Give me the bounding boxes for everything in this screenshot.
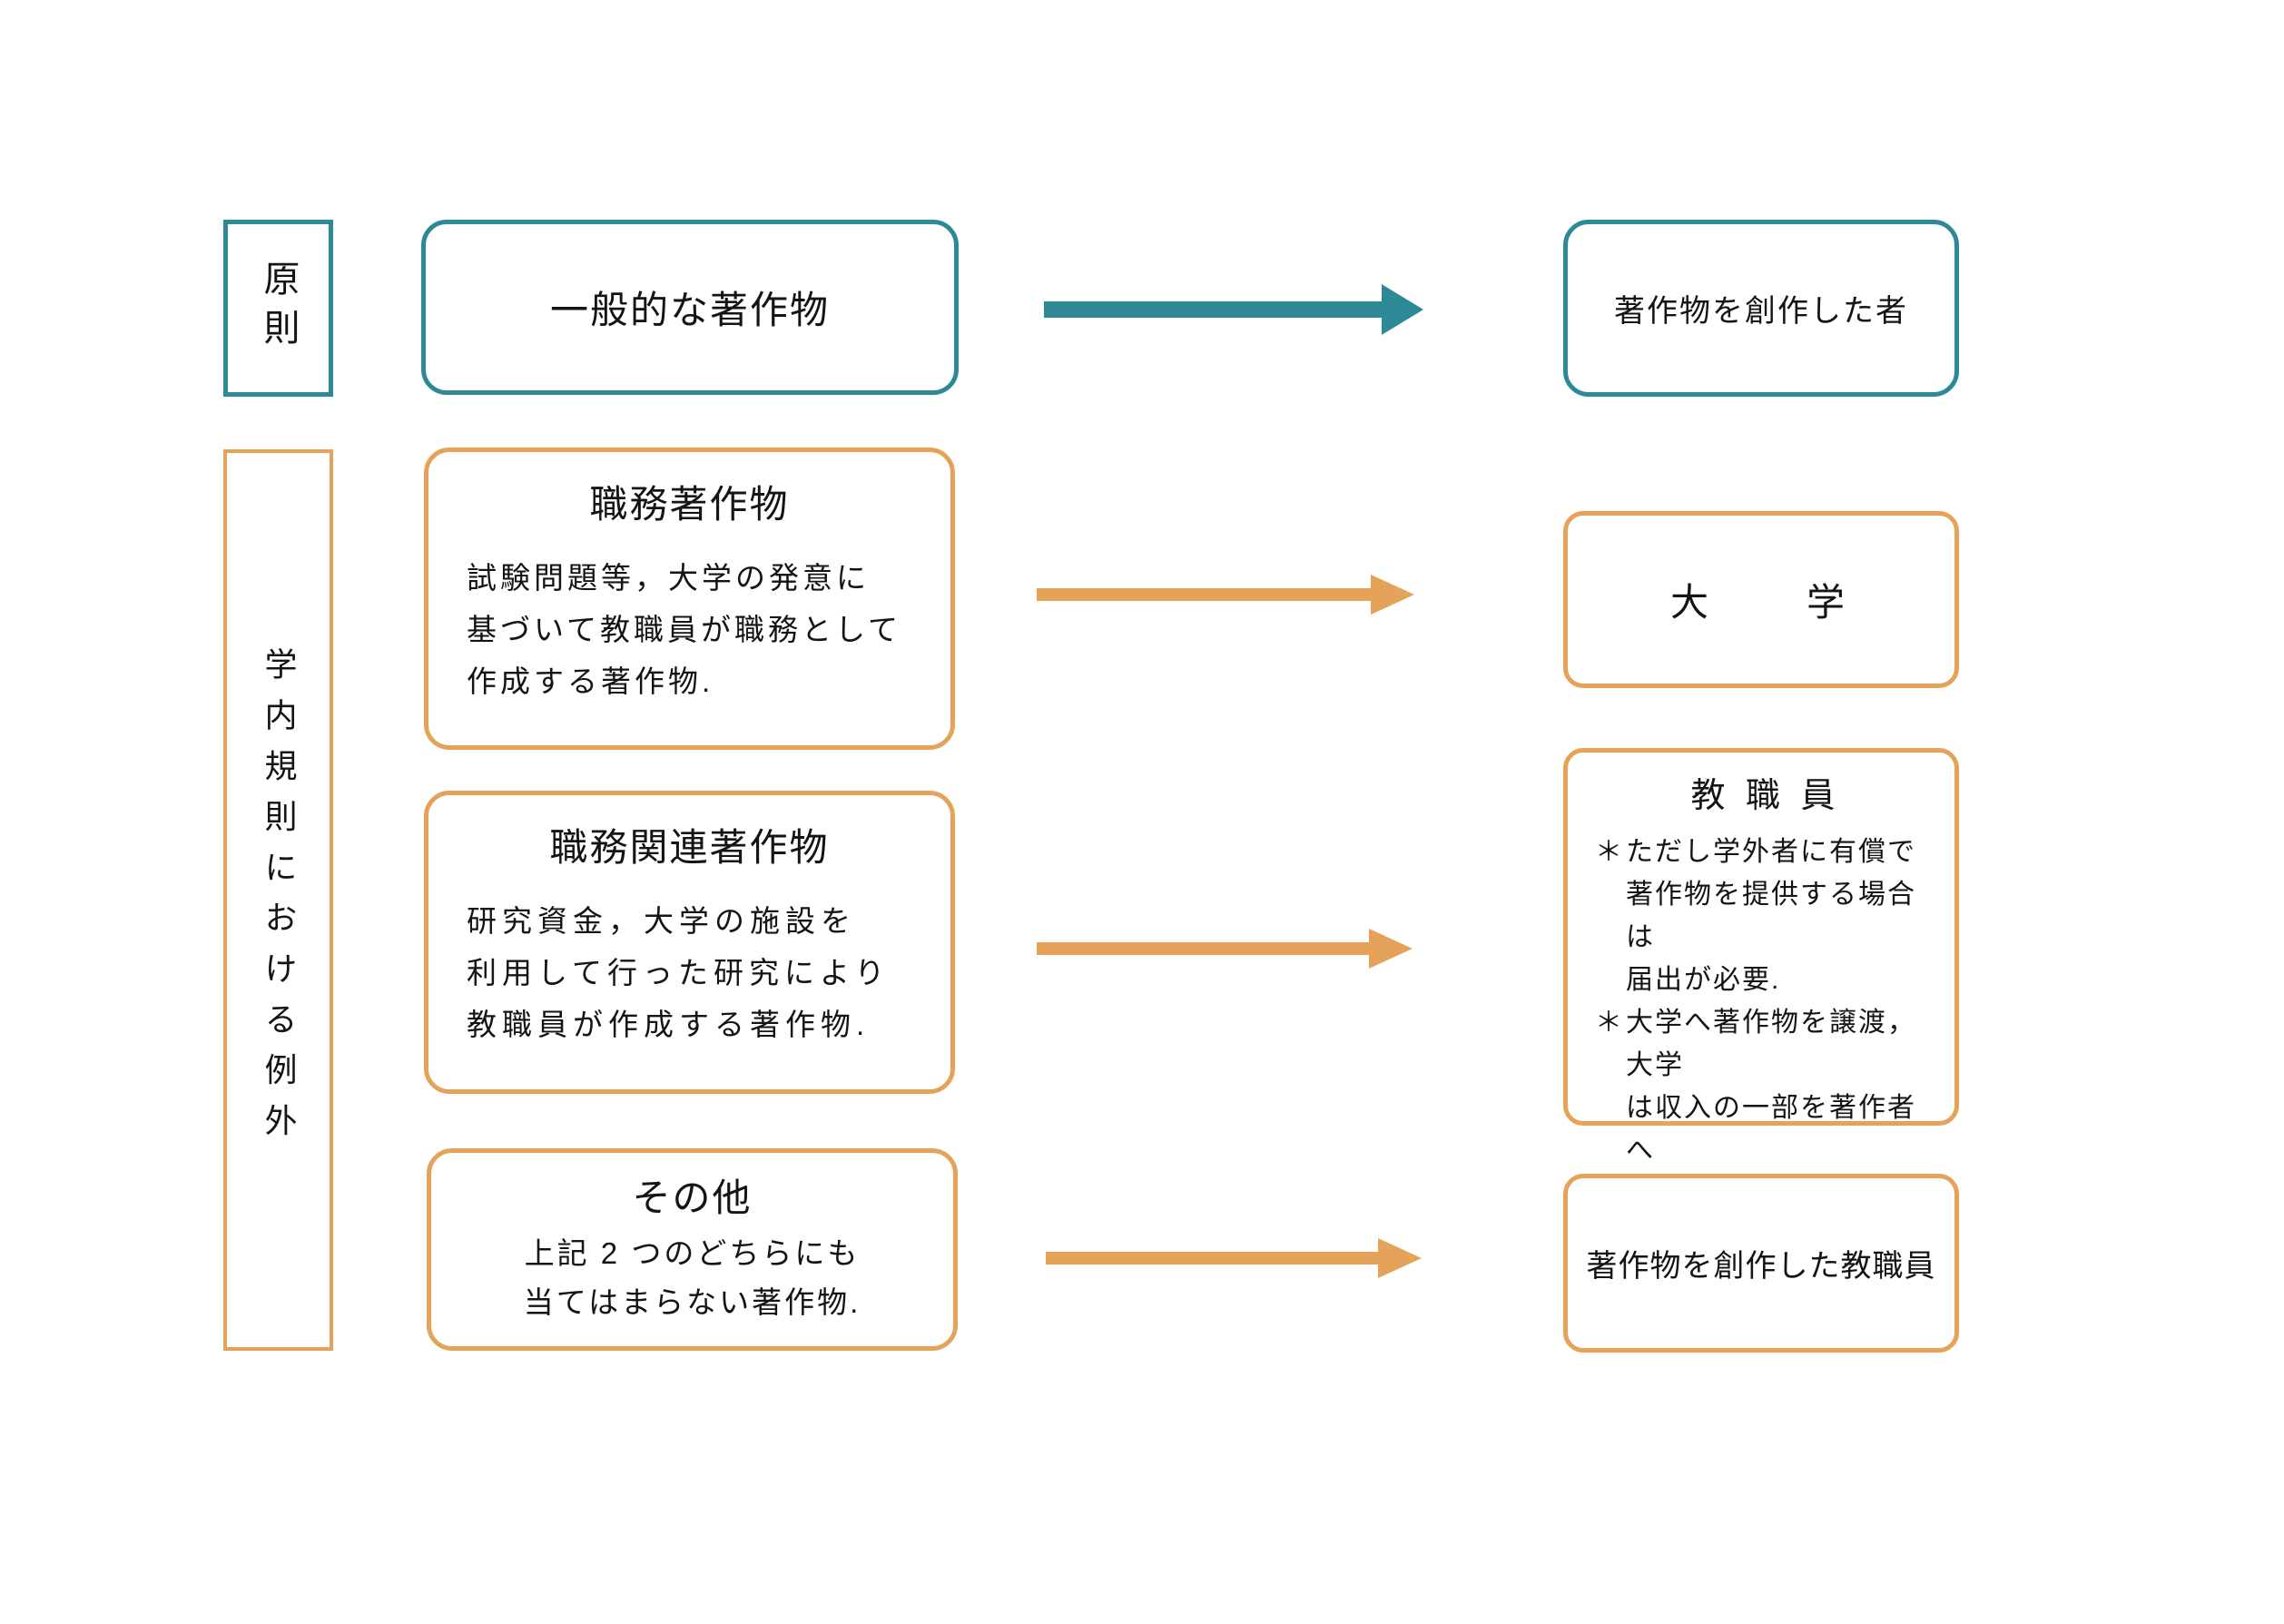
exception-label-box: 学内規則における例外 bbox=[223, 449, 333, 1351]
exception-arrow-1-head-icon bbox=[1371, 575, 1414, 615]
creator-box: 著作物を創作した者 bbox=[1563, 220, 1959, 397]
principle-label: 原則 bbox=[258, 259, 299, 358]
principle-label-box: 原則 bbox=[223, 220, 333, 397]
exception-arrow-2-shaft bbox=[1037, 942, 1369, 955]
general-work-title: 一般的な著作物 bbox=[549, 289, 830, 331]
body-line: 教職員が作成する著作物. bbox=[467, 1008, 871, 1041]
body-line: 研究資金，大学の施設を bbox=[467, 904, 856, 938]
body-line: 作成する著作物. bbox=[467, 664, 714, 698]
body-line: 利用して行った研究により bbox=[467, 956, 891, 989]
note-line: は収入の一部を著作者へ bbox=[1626, 1093, 1916, 1166]
note-line: 届出が必要. bbox=[1626, 965, 1781, 995]
university-title: 大 学 bbox=[1669, 581, 1852, 624]
staff-creator-title: 著作物を創作した教職員 bbox=[1586, 1249, 1936, 1284]
work-for-hire-box: 職務著作物 試験問題等，大学の発意に 基づいて教職員が職務として 作成する著作物… bbox=[424, 448, 955, 750]
general-work-box: 一般的な著作物 bbox=[421, 220, 959, 395]
staff-notes: ＊ ただし学外者に有償で 著作物を提供する場合は 届出が必要. ＊ 大学へ著作物… bbox=[1595, 831, 1936, 1215]
exception-arrow-3-shaft bbox=[1046, 1252, 1378, 1265]
work-for-hire-title: 職務著作物 bbox=[589, 483, 790, 526]
body-line: 基づいて教職員が職務として bbox=[467, 613, 902, 646]
exception-arrow-2-head-icon bbox=[1369, 929, 1413, 969]
other-works-box: その他 上記 2 つのどちらにも 当てはまらない著作物. bbox=[427, 1148, 958, 1351]
staff-creator-box: 著作物を創作した教職員 bbox=[1563, 1174, 1959, 1353]
staff-box: 教 職 員 ＊ ただし学外者に有償で 著作物を提供する場合は 届出が必要. ＊ … bbox=[1563, 748, 1959, 1208]
asterisk-marker: ＊ bbox=[1595, 837, 1624, 867]
note-line: ただし学外者に有償で bbox=[1626, 837, 1916, 867]
work-for-hire-body: 試験問題等，大学の発意に 基づいて教職員が職務として 作成する著作物. bbox=[428, 552, 950, 707]
other-works-body: 上記 2 つのどちらにも 当てはまらない著作物. bbox=[431, 1229, 953, 1327]
staff-note: ＊ ただし学外者に有償で 著作物を提供する場合は 届出が必要. bbox=[1595, 831, 1936, 1001]
creator-title: 著作物を創作した者 bbox=[1614, 294, 1908, 329]
work-related-box: 職務関連著作物 研究資金，大学の施設を 利用して行った研究により 教職員が作成す… bbox=[424, 791, 955, 1094]
principle-arrow-shaft bbox=[1044, 301, 1382, 318]
note-lines: ただし学外者に有償で 著作物を提供する場合は 届出が必要. bbox=[1626, 831, 1936, 1001]
body-line: 当てはまらない著作物. bbox=[523, 1285, 861, 1319]
asterisk-marker: ＊ bbox=[1595, 1008, 1624, 1038]
exception-label: 学内規則における例外 bbox=[260, 646, 298, 1154]
note-line: 大学へ著作物を譲渡，大学 bbox=[1626, 1008, 1916, 1080]
work-related-title: 職務関連著作物 bbox=[549, 826, 830, 869]
body-line: 試験問題等，大学の発意に bbox=[467, 561, 870, 595]
other-works-title: その他 bbox=[632, 1176, 753, 1219]
exception-arrow-1-shaft bbox=[1037, 588, 1371, 601]
principle-arrow-head-icon bbox=[1382, 284, 1423, 335]
work-related-body: 研究資金，大学の施設を 利用して行った研究により 教職員が作成する著作物. bbox=[428, 895, 950, 1050]
note-line: 著作物を提供する場合は bbox=[1626, 880, 1916, 952]
exception-arrow-3-head-icon bbox=[1378, 1238, 1422, 1278]
staff-title: 教 職 員 bbox=[1690, 777, 1841, 815]
university-box: 大 学 bbox=[1563, 511, 1959, 688]
body-line: 上記 2 つのどちらにも bbox=[524, 1236, 861, 1270]
